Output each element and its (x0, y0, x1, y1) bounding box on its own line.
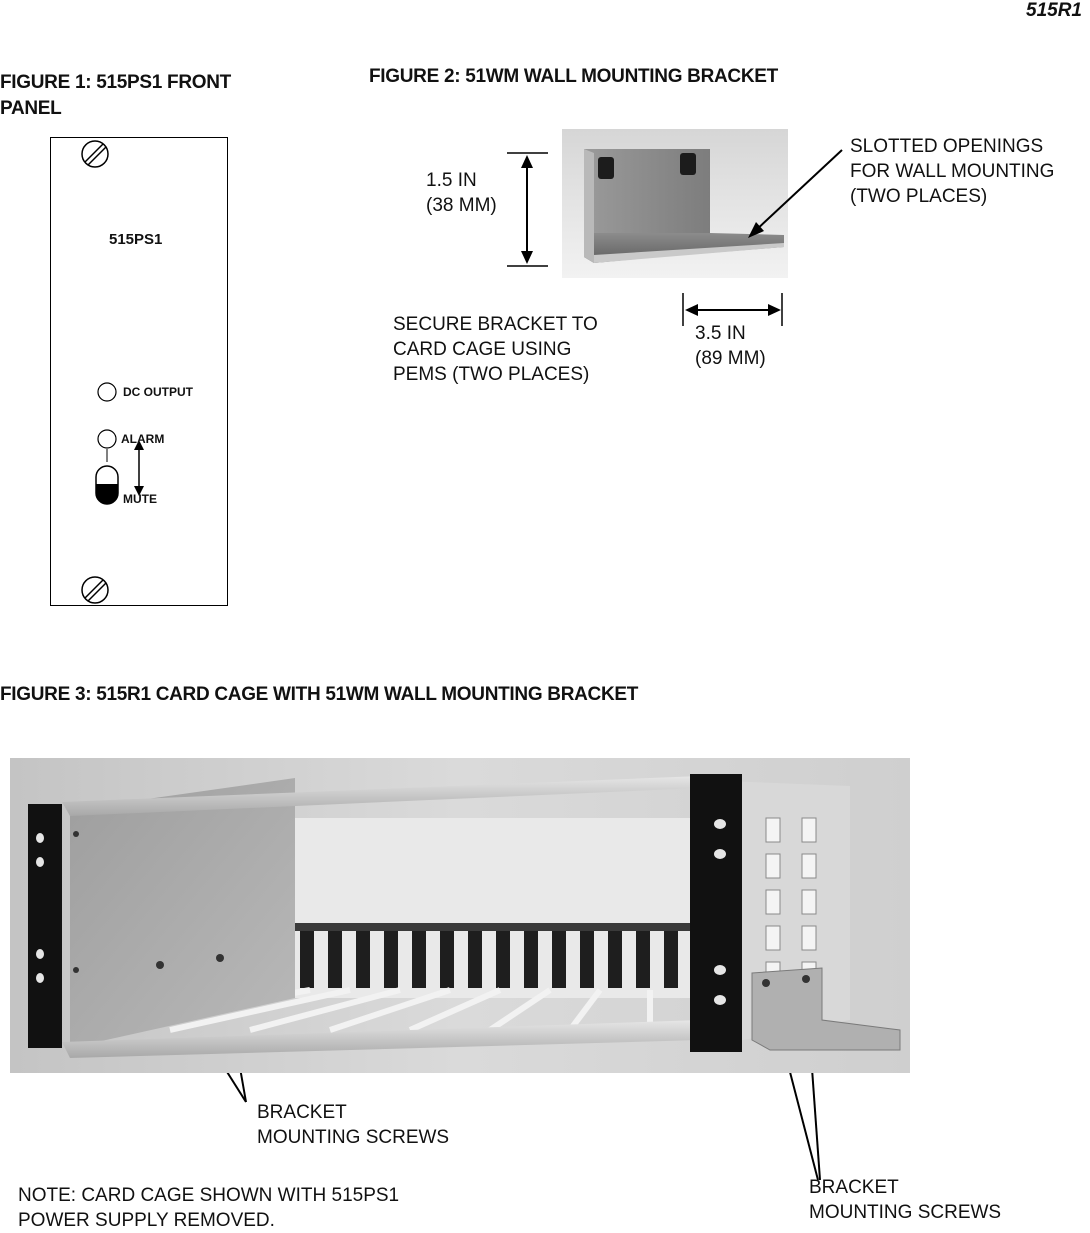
width-dimension-inches: 3.5 IN (695, 323, 746, 344)
card-cage-photo (10, 758, 910, 1073)
figure3-note: NOTE: CARD CAGE SHOWN WITH 515PS1 POWER … (18, 1183, 399, 1233)
width-dimension-label: 3.5 IN (89 MM) (695, 321, 766, 371)
height-dimension-arrow-icon (507, 152, 548, 267)
alarm-label: ALARM (121, 432, 165, 446)
slot-callout-line2: FOR WALL MOUNTING (850, 161, 1055, 182)
panel-screw-top-icon (81, 140, 109, 168)
secure-note-line2: CARD CAGE USING (393, 339, 572, 360)
alarm-led-icon (97, 429, 117, 449)
right-callout-line2: MOUNTING SCREWS (809, 1202, 1002, 1223)
right-callout-line1: BRACKET (809, 1177, 899, 1198)
front-panel-drawing (81, 140, 144, 604)
figure2-title: FIGURE 2: 51WM WALL MOUNTING BRACKET (369, 66, 778, 87)
left-callout-line1: BRACKET (257, 1102, 347, 1123)
slot-openings-callout: SLOTTED OPENINGS FOR WALL MOUNTING (TWO … (850, 134, 1054, 209)
front-panel: 515PS1 DC OUTPUT ALARM MUTE (50, 137, 228, 606)
page-header-model: 515R1 (1026, 0, 1082, 21)
dc-output-label: DC OUTPUT (123, 385, 193, 399)
figure1-title-line1: FIGURE 1: 515PS1 FRONT (0, 72, 231, 93)
left-callout-line2: MOUNTING SCREWS (257, 1127, 450, 1148)
figure3-title: FIGURE 3: 515R1 CARD CAGE WITH 51WM WALL… (0, 684, 639, 705)
toggle-direction-arrow-icon (134, 440, 144, 496)
card-cage-drawing (10, 758, 910, 1073)
wall-bracket-drawing (562, 129, 788, 278)
mute-label: MUTE (123, 492, 157, 506)
mute-toggle-switch-icon (95, 465, 119, 505)
dc-output-led-icon (97, 382, 117, 402)
height-dimension-mm: (38 MM) (426, 195, 497, 216)
wall-bracket-photo (562, 129, 788, 278)
secure-note-line3: PEMS (TWO PLACES) (393, 364, 590, 385)
slot-callout-line1: SLOTTED OPENINGS (850, 136, 1044, 157)
slot-callout-line3: (TWO PLACES) (850, 186, 988, 207)
left-screws-callout: BRACKET MOUNTING SCREWS (257, 1100, 449, 1150)
figure1-title-line2: PANEL (0, 98, 62, 119)
panel-model-label: 515PS1 (109, 231, 163, 248)
note-line2: POWER SUPPLY REMOVED. (18, 1210, 275, 1231)
width-dimension-mm: (89 MM) (695, 348, 766, 369)
panel-screw-bottom-icon (81, 576, 109, 604)
height-dimension-inches: 1.5 IN (426, 170, 477, 191)
secure-bracket-note: SECURE BRACKET TO CARD CAGE USING PEMS (… (393, 312, 598, 387)
secure-note-line1: SECURE BRACKET TO (393, 314, 598, 335)
height-dimension-label: 1.5 IN (38 MM) (426, 168, 497, 218)
right-screws-callout: BRACKET MOUNTING SCREWS (809, 1175, 1001, 1225)
note-line1: NOTE: CARD CAGE SHOWN WITH 515PS1 (18, 1185, 400, 1206)
